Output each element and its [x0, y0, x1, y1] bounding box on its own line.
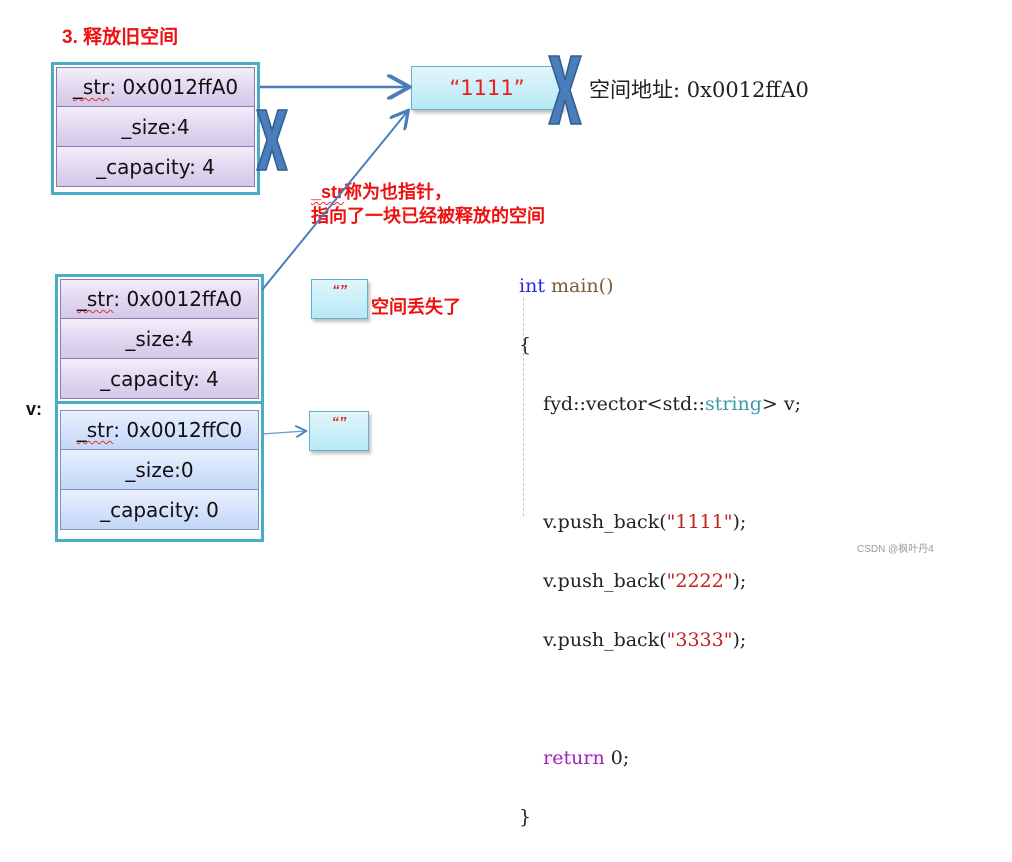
old-capacity-field: _capacity: 4 [56, 147, 255, 187]
code-line: v.push_back("1111"); [519, 508, 801, 538]
note-str-label: _str [311, 182, 345, 202]
str-label: _str [76, 418, 114, 442]
empty-string-content: “” [332, 282, 347, 299]
elem0-size-field: _size:4 [60, 319, 259, 359]
code-text: fyd::vector<std:: [519, 392, 705, 415]
code-line: int main() [519, 272, 801, 302]
watermark: CSDN @枫叶丹4 [857, 544, 934, 555]
vector-storage: _str: 0x0012ffA0 _size:4 _capacity: 4 _s… [55, 274, 264, 542]
code-text: ); [732, 628, 747, 651]
cross-icon [547, 55, 583, 125]
space-lost-note: 空间丢失了 [371, 297, 461, 317]
empty-string-box-1: “” [311, 279, 368, 319]
keyword-return: return [519, 746, 605, 769]
code-line: fyd::vector<std::string> v; [519, 390, 801, 420]
string-content: “1111” [449, 76, 525, 100]
old-size-field: _size:4 [56, 107, 255, 147]
str-label: _str [72, 75, 110, 99]
dangling-pointer-arrow [261, 112, 407, 291]
elem0-capacity-field: _capacity: 4 [60, 359, 259, 399]
function-name: main() [544, 274, 614, 297]
elem1-size-field: _size:0 [60, 450, 259, 490]
old-str-field: _str: 0x0012ffA0 [56, 67, 255, 107]
str-value: : 0x0012ffA0 [113, 287, 243, 311]
elem1-capacity-field: _capacity: 0 [60, 490, 259, 530]
code-text: 0; [604, 746, 630, 769]
code-line: } [519, 805, 532, 828]
dangling-pointer-note: _str称为也指针， 指向了一块已经被释放的空间 [311, 180, 545, 228]
diagram-overlay [255, 55, 583, 579]
vector-element-1: _str: 0x0012ffC0 _size:0 _capacity: 0 [60, 410, 259, 530]
string-heap-box: “1111” [411, 66, 563, 110]
str-value: : 0x0012ffC0 [113, 418, 243, 442]
old-string-struct: _str: 0x0012ffA0 _size:4 _capacity: 4 [51, 62, 260, 195]
code-text: v.push_back( [519, 628, 667, 651]
string-literal: "3333" [666, 628, 733, 651]
code-text: > v; [761, 392, 801, 415]
elem1-str-field: _str: 0x0012ffC0 [60, 410, 259, 450]
type-name: string [704, 392, 762, 415]
string-literal: "1111" [666, 510, 733, 533]
cross-icon [255, 109, 289, 171]
vector-element-0: _str: 0x0012ffA0 _size:4 _capacity: 4 [60, 279, 259, 399]
str-label: _str [76, 287, 114, 311]
empty-string-content: “” [331, 414, 347, 431]
elem1-pointer-arrow [261, 431, 305, 434]
code-line: v.push_back("3333"); [519, 626, 801, 656]
vector-label: v: [26, 399, 43, 419]
note-line1: 称为也指针， [344, 182, 453, 202]
code-line: return 0; [519, 744, 801, 774]
keyword-int: int [519, 274, 545, 297]
code-guide-line [523, 298, 524, 516]
note-line2: 指向了一块已经被释放的空间 [311, 206, 545, 226]
code-line [519, 685, 801, 715]
code-line: { [519, 333, 532, 356]
code-text: ); [732, 510, 747, 533]
str-value: : 0x0012ffA0 [109, 75, 239, 99]
code-text: v.push_back( [519, 510, 667, 533]
section-title: 3. 释放旧空间 [62, 27, 179, 48]
empty-string-box-2: “” [309, 411, 369, 451]
elem0-str-field: _str: 0x0012ffA0 [60, 279, 259, 319]
address-note: 空间地址: 0x0012ffA0 [589, 78, 809, 102]
